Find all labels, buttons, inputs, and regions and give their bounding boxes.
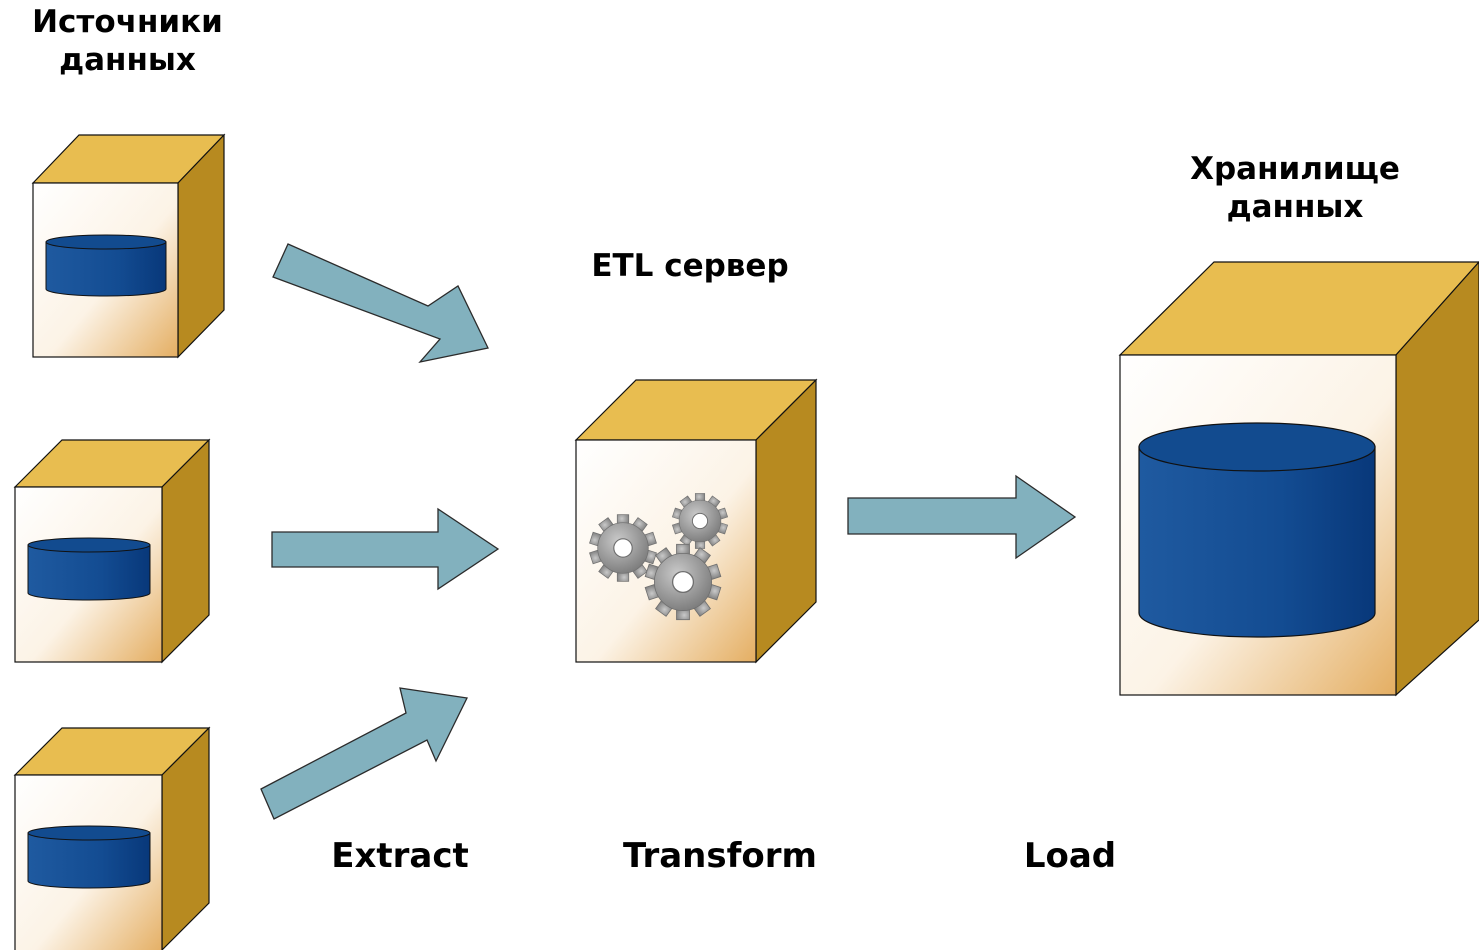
source-server-1 (31, 133, 226, 359)
warehouse-title-line1: Хранилище (1190, 151, 1400, 187)
extract-arrow-top (272, 243, 489, 364)
cylinder-icon (1138, 422, 1376, 638)
source-server-3 (13, 726, 211, 950)
source-server-2 (13, 438, 211, 664)
etl-server (574, 378, 818, 664)
cylinder-icon (45, 234, 167, 297)
cylinder-icon (27, 537, 151, 601)
data-warehouse (1118, 261, 1479, 697)
sources-title-line1: Источники (32, 4, 223, 40)
extract-label: Extract (331, 836, 469, 876)
extract-arrow-middle (271, 507, 500, 591)
transform-label: Transform (623, 836, 817, 876)
cylinder-icon (27, 825, 151, 889)
warehouse-title: Хранилище данных (1145, 151, 1445, 227)
extract-arrow-bottom (260, 687, 468, 820)
warehouse-title-line2: данных (1226, 188, 1364, 225)
load-label: Load (1023, 836, 1117, 876)
sources-title: Источники данных (0, 4, 255, 80)
load-arrow (847, 474, 1077, 560)
etl-server-title: ETL сервер (591, 248, 789, 284)
sources-title-line2: данных (59, 41, 196, 78)
